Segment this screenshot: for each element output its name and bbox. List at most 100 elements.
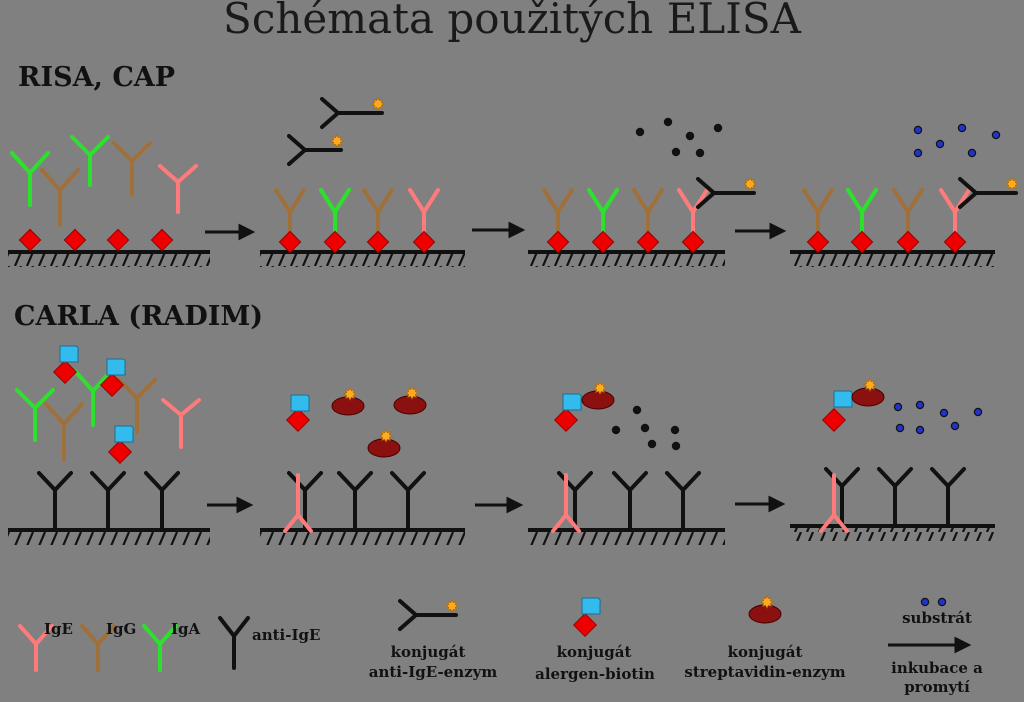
conjugate-streptavidin-carla-p2-2 bbox=[393, 386, 427, 415]
legend-symbols bbox=[18, 595, 972, 672]
ige-risa-p3-4-shape bbox=[677, 188, 709, 234]
substrate-colorless-carla-3 bbox=[640, 423, 650, 433]
anti-ige-carla-p2-3 bbox=[390, 471, 426, 532]
substrate-colorless-risa-5 bbox=[671, 147, 681, 157]
allergen-risa-p4-4 bbox=[943, 230, 967, 254]
allergen-risa-p2-2 bbox=[323, 230, 347, 254]
anti-ige-carla-p3-2-shape bbox=[612, 471, 648, 532]
legend-label-conj-anti-ige-1: konjugát bbox=[391, 643, 466, 661]
legend-symbol-ige-shape bbox=[18, 624, 54, 672]
anti-ige-carla-p4-3-shape bbox=[930, 467, 966, 528]
substrate-colorless-carla-4 bbox=[670, 425, 680, 435]
substrate-colorless-carla-1 bbox=[632, 405, 642, 415]
legend-symbol-anti-ige bbox=[218, 616, 250, 670]
substrate-colorless-carla-2 bbox=[611, 425, 621, 435]
substrate-colored-carla-1 bbox=[893, 402, 903, 412]
legend-symbol-substrate-2 bbox=[937, 597, 947, 607]
conjugates bbox=[59, 97, 1019, 458]
iga-risa-p1-1 bbox=[10, 151, 50, 207]
igg-risa-p3-1-shape bbox=[542, 188, 574, 234]
igg-carla-p1-1-shape bbox=[44, 402, 84, 462]
legend-symbol-incubation-arrow bbox=[888, 636, 972, 654]
ige-carla-p2 bbox=[283, 473, 313, 533]
ige-carla-p3-shape bbox=[551, 473, 581, 533]
conjugate-anti-ige-risa-p4-shape bbox=[958, 177, 1018, 209]
substrate-colorless-carla-5 bbox=[647, 439, 657, 449]
allergen-risa-p2-3 bbox=[366, 230, 390, 254]
allergen-risa-p1-2 bbox=[63, 228, 87, 252]
conjugate-streptavidin-carla-p2-2-enzyme bbox=[405, 386, 419, 400]
legend-symbol-igg-shape bbox=[80, 624, 116, 672]
legend-symbol-biotin bbox=[581, 597, 601, 615]
igg-risa-p2-3-shape bbox=[362, 188, 394, 234]
diagram-title: Schémata použitých ELISA bbox=[223, 0, 802, 43]
legend-label-conj-anti-ige-2: anti-IgE-enzym bbox=[369, 663, 498, 681]
conjugate-streptavidin-carla-p3-enzyme bbox=[593, 381, 607, 395]
surface-risa-4-hatching bbox=[790, 253, 995, 267]
igg-risa-p2-1-shape bbox=[274, 188, 306, 234]
surface-carla-2 bbox=[260, 528, 465, 545]
anti-ige-carla-p4-3 bbox=[930, 467, 966, 528]
conjugate-anti-ige-risa-p3-shape bbox=[696, 177, 756, 209]
conjugate-anti-ige-risa-p2-1-shape bbox=[287, 134, 343, 166]
legend-label-conj-strep-2: streptavidin-enzym bbox=[684, 663, 845, 681]
legend-symbol-conj-anti-ige-enzyme bbox=[445, 599, 459, 613]
legend-symbol-iga-shape bbox=[142, 624, 178, 672]
surface-carla-3 bbox=[528, 528, 725, 545]
substrate-colorless-risa-2 bbox=[663, 117, 673, 127]
allergen-risa-p1-1 bbox=[18, 228, 42, 252]
allergen-carla-p3 bbox=[553, 407, 579, 433]
surface-risa-2-hatching bbox=[260, 253, 465, 267]
substrate-colorless-carla-6 bbox=[671, 441, 681, 451]
substrate-colored-risa-4 bbox=[991, 130, 1001, 140]
substrate-colored-risa-6 bbox=[967, 148, 977, 158]
legend-label-ige: IgE bbox=[44, 620, 73, 638]
ige-risa-p1-1 bbox=[158, 164, 198, 214]
surface-risa-2 bbox=[260, 250, 465, 267]
legend-symbol-anti-ige-shape bbox=[218, 616, 250, 670]
ige-carla-p4-shape bbox=[819, 473, 849, 533]
conjugate-streptavidin-carla-p2-1 bbox=[331, 387, 365, 416]
substrate-colored-carla-3 bbox=[939, 408, 949, 418]
iga-risa-p4-2-shape bbox=[846, 188, 878, 234]
iga-risa-p3-2-shape bbox=[587, 188, 619, 234]
iga-risa-p1-2 bbox=[70, 135, 110, 187]
ige-carla-p4 bbox=[819, 473, 849, 533]
conjugate-anti-ige-risa-p2-2 bbox=[320, 97, 385, 129]
iga-carla-p1-1-shape bbox=[15, 388, 55, 442]
allergen-molecules bbox=[18, 228, 967, 465]
biotin-carla-p2 bbox=[290, 394, 310, 412]
allergen-risa-p2-4 bbox=[412, 230, 436, 254]
allergen-risa-p4-2 bbox=[850, 230, 874, 254]
anti-ige-carla-p1-3 bbox=[144, 471, 180, 532]
conjugate-streptavidin-carla-p4-enzyme bbox=[863, 378, 877, 392]
iga-carla-p1-2-shape bbox=[73, 369, 113, 427]
anti-ige-carla-p2-2-shape bbox=[337, 471, 373, 532]
ige-risa-p3-4 bbox=[677, 188, 709, 234]
surface-carla-1 bbox=[8, 528, 210, 545]
ige-risa-p1-1-shape bbox=[158, 164, 198, 214]
substrate-colored-carla-2 bbox=[915, 400, 925, 410]
ige-risa-p4-4-shape bbox=[939, 188, 971, 234]
igg-risa-p4-1-shape bbox=[802, 188, 834, 234]
anti-ige-carla-p4-2 bbox=[877, 467, 913, 528]
iga-risa-p2-2 bbox=[319, 188, 351, 234]
allergen-risa-p3-4 bbox=[681, 230, 705, 254]
conjugate-anti-ige-risa-p3 bbox=[696, 177, 757, 209]
igg-carla-p1-2 bbox=[117, 378, 157, 434]
legend-symbol-substrate-1 bbox=[920, 597, 930, 607]
iga-carla-p1-2 bbox=[73, 369, 113, 427]
conjugate-anti-ige-risa-p4 bbox=[958, 177, 1019, 209]
substrate-colored-risa-5 bbox=[913, 148, 923, 158]
iga-risa-p4-2 bbox=[846, 188, 878, 234]
allergen-risa-p3-1 bbox=[546, 230, 570, 254]
igg-carla-p1-2-shape bbox=[117, 378, 157, 434]
allergen-risa-p3-2 bbox=[591, 230, 615, 254]
surface-carla-2-hatching bbox=[260, 531, 465, 545]
conjugate-streptavidin-carla-p4 bbox=[851, 378, 885, 407]
anti-ige-carla-p1-3-shape bbox=[144, 471, 180, 532]
allergen-carla-p1-2 bbox=[99, 372, 125, 398]
surface-risa-1-hatching bbox=[8, 253, 210, 267]
ige-carla-p2-shape bbox=[283, 473, 313, 533]
legend-label-conj-strep-1: konjugát bbox=[728, 643, 803, 661]
